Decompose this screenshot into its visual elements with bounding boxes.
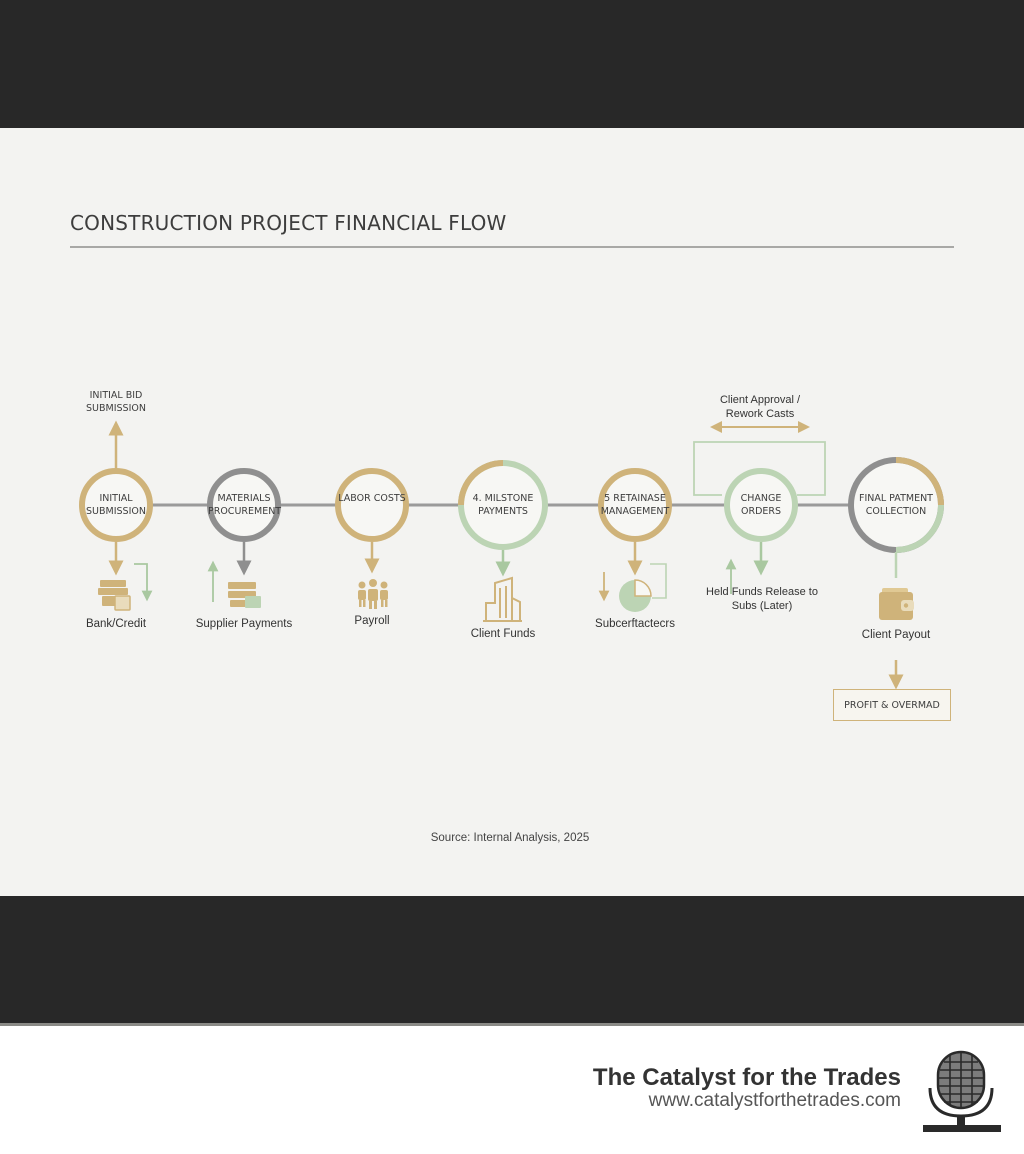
- below-label-client-payout: Client Payout: [861, 629, 931, 641]
- stage-circle-final-payment: [848, 457, 944, 553]
- stage-label-change-orders: CHANGE ORDERS: [740, 493, 782, 517]
- client-approval-note: Client Approval / Rework Casts: [719, 394, 801, 420]
- building-icon: [483, 576, 522, 622]
- below-label-bank-credit: Bank/Credit: [85, 618, 147, 630]
- change-loop: [693, 441, 826, 496]
- below-label-supplier-payments: Supplier Payments: [195, 618, 293, 630]
- pie-chart-icon: [619, 579, 652, 612]
- bottom-dark-band: [0, 896, 1024, 1024]
- stage-label-final-payment: FINAL PATMENT COLLECTION: [859, 493, 933, 517]
- stage-circle-labor: [335, 468, 409, 542]
- stage-circle-initial-submission: [79, 468, 153, 542]
- arrow-side-5: [650, 563, 667, 599]
- held-funds-note: Held Funds Release to Subs (Later): [706, 586, 818, 612]
- brand-url: www.catalystforthetrades.com: [648, 1090, 901, 1111]
- below-label-payroll: Payroll: [354, 615, 390, 627]
- arrow-side-1: [134, 563, 153, 602]
- top-dark-band: [0, 0, 1024, 128]
- stage-label-milestone: 4. MILSTONE PAYMENTS: [472, 493, 534, 517]
- below-label-client-funds: Client Funds: [470, 628, 536, 640]
- cash-stack-icon: [98, 580, 131, 611]
- stage-label-labor: LABOR COSTS: [338, 493, 406, 504]
- profit-overhead-box: PROFIT & OVERMAD: [833, 689, 951, 721]
- brand-name: The Catalyst for the Trades: [592, 1064, 901, 1091]
- microphone-icon: [923, 1050, 1001, 1132]
- diagram-title: CONSTRUCTION PROJECT FINANCIAL FLOW: [70, 211, 507, 235]
- initial-bid-label: INITIAL BID SUBMISSION: [86, 390, 146, 414]
- money-stack-icon: [228, 582, 261, 608]
- stage-circle-change-orders: [724, 468, 798, 542]
- stage-circle-materials: [207, 468, 281, 542]
- stage-circle-retainage: [598, 468, 672, 542]
- stage-label-materials: MATERIALS PROCUREMENT: [208, 493, 282, 517]
- title-rule: [70, 246, 954, 248]
- stage-circle-milestone: [458, 460, 548, 550]
- source-note: Source: Internal Analysis, 2025: [430, 832, 590, 844]
- stage-label-initial-submission: INITIAL SUBMISSION: [86, 493, 146, 517]
- below-label-subcontractors: Subcerftactecrs: [595, 618, 675, 630]
- wallet-icon: [879, 588, 914, 620]
- divider-line: [0, 1023, 1024, 1026]
- workers-icon: [358, 579, 388, 609]
- stage-label-retainage: 5 RETAINASE MANAGEMENT: [600, 493, 670, 517]
